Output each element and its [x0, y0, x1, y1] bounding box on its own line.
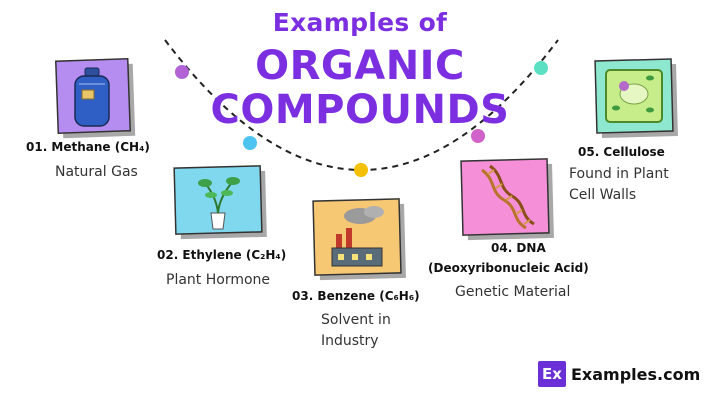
cellulose-desc-1: Found in Plant: [569, 166, 669, 182]
title-line-1: Examples of: [272, 8, 448, 37]
dna-desc: Genetic Material: [455, 284, 571, 300]
ethylene-name: 02. Ethylene (C₂H₄): [157, 248, 287, 262]
arc-dot: [534, 61, 548, 75]
title-line-3: COMPOUNDS: [210, 87, 510, 133]
logo-text: Examples.com: [571, 364, 701, 384]
dna-name-full: (Deoxyribonucleic Acid): [428, 261, 589, 275]
benzene-desc-1: Solvent in: [321, 312, 391, 328]
benzene-card: [312, 198, 408, 282]
title-line-2: ORGANIC: [255, 43, 465, 89]
arc-dot: [175, 65, 189, 79]
dna-card: [460, 158, 556, 242]
cellulose-card: [594, 58, 680, 140]
methane-name: 01. Methane (CH₄): [26, 140, 150, 154]
arc-dot: [243, 136, 257, 150]
factory-icon: [331, 206, 384, 267]
logo-mark: Ex: [538, 361, 566, 387]
potted-plant-icon: [198, 177, 240, 230]
dna-helix-icon: [481, 164, 535, 230]
benzene-name: 03. Benzene (C₆H₆): [292, 289, 420, 303]
examples-logo: Ex Examples.com: [538, 361, 700, 387]
arc-dot: [471, 129, 485, 143]
plant-cell-icon: [605, 69, 663, 123]
arc-dot: [354, 163, 368, 177]
cellulose-name: 05. Cellulose: [578, 145, 665, 159]
ethylene-card: [173, 165, 269, 241]
dna-name: 04. DNA: [491, 241, 546, 255]
benzene-desc-2: Industry: [321, 333, 379, 349]
methane-card: [55, 58, 137, 140]
ethylene-desc: Plant Hormone: [166, 272, 271, 288]
gas-cylinder-icon: [74, 67, 110, 127]
methane-desc: Natural Gas: [55, 164, 138, 180]
cellulose-desc-2: Cell Walls: [569, 187, 637, 203]
